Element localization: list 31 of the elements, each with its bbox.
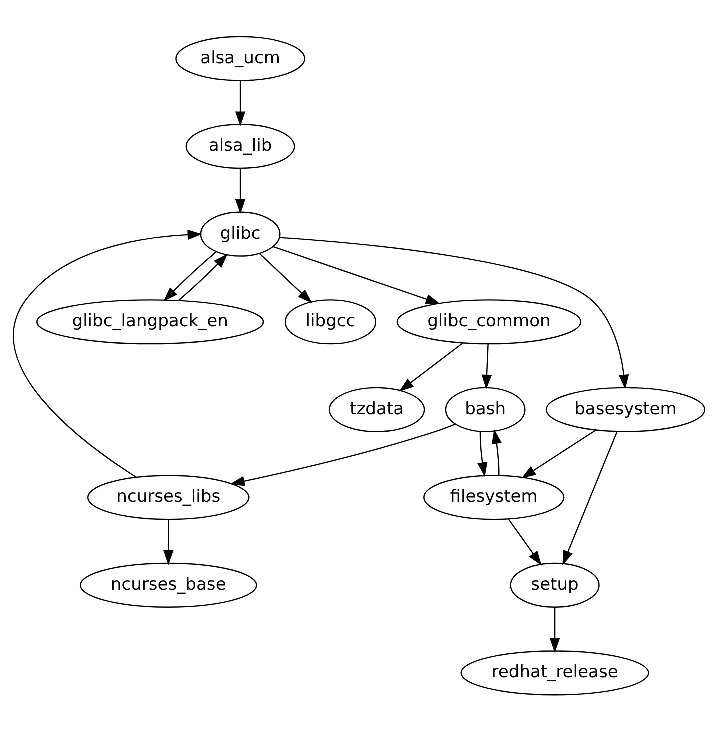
node-ellipse: alsa_lib <box>186 124 296 169</box>
node-ellipse: bash <box>445 386 526 432</box>
arrow <box>492 429 502 476</box>
arrow <box>178 254 228 301</box>
arrow <box>522 429 597 478</box>
node-ellipse: setup <box>510 562 600 608</box>
node-ellipse: ncurses_base <box>80 562 258 608</box>
arrow <box>280 236 630 390</box>
node-ellipse: libgcc <box>284 299 377 344</box>
arrow <box>508 518 542 566</box>
node-ellipse: redhat_release <box>460 650 650 696</box>
node-ellipse: filesystem <box>424 474 565 520</box>
arrow <box>235 168 246 214</box>
node-ellipse: tzdata <box>328 386 426 432</box>
node-ellipse: glibc <box>200 211 281 256</box>
arrow <box>399 342 463 392</box>
arrow <box>482 344 492 390</box>
arrow <box>13 229 202 478</box>
arrow <box>259 252 312 303</box>
arrow <box>164 251 217 302</box>
node-ellipse: glibc_common <box>396 299 582 344</box>
arrow <box>562 431 618 565</box>
node-ellipse: alsa_ucm <box>176 36 306 81</box>
node-ellipse: basesystem <box>546 386 706 432</box>
arrow <box>273 246 441 304</box>
node-ellipse: glibc_langpack_en <box>36 299 264 344</box>
arrow <box>230 423 456 486</box>
arrow <box>550 607 560 652</box>
arrow <box>164 519 174 565</box>
arrow <box>235 80 246 126</box>
arrow <box>478 431 488 477</box>
